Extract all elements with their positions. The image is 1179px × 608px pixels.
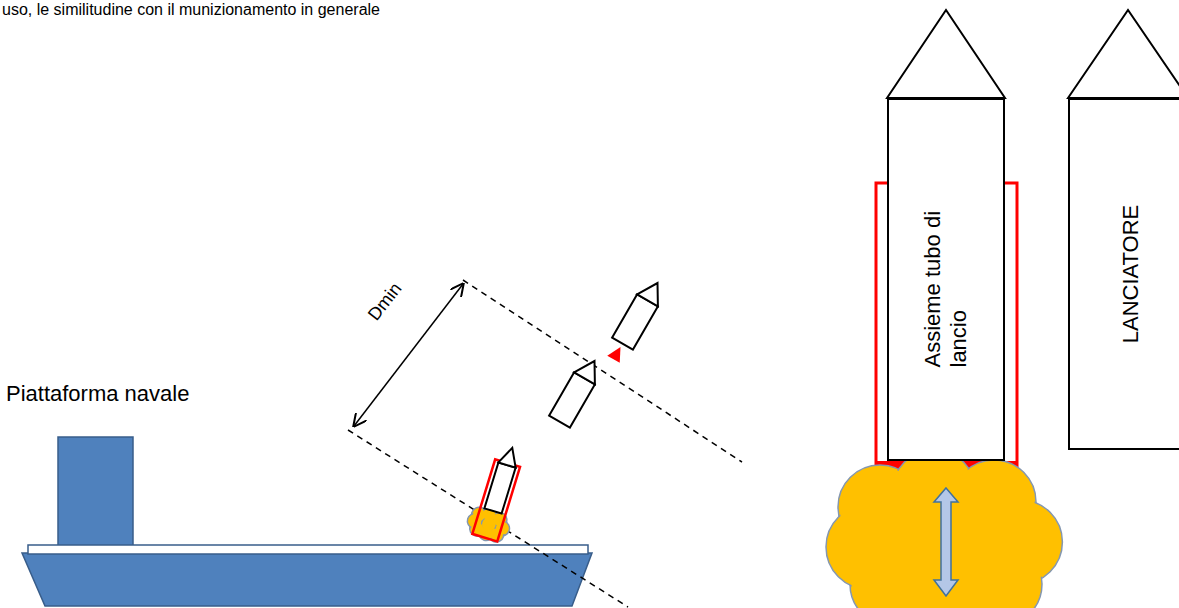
naval-ship [22,437,592,606]
platform-label: Piattaforma navale [6,381,189,406]
node-label: Assieme tubo di lancio [920,192,973,367]
launch-tube-box: Assieme tubo di lancio [887,98,1005,461]
node-label: LANCIATORE [1117,124,1143,424]
dimension-label: Dmin [364,279,406,325]
header-text: uso, le similitudine con il munizionamen… [2,1,380,19]
missile [603,277,668,365]
dmin-dashed-lines [348,280,742,607]
launcher-box: LANCIATORE [1068,98,1179,450]
missile [463,441,532,546]
launch-tube-assembly [826,10,1062,608]
missile [549,355,605,428]
launcher [1068,10,1179,98]
